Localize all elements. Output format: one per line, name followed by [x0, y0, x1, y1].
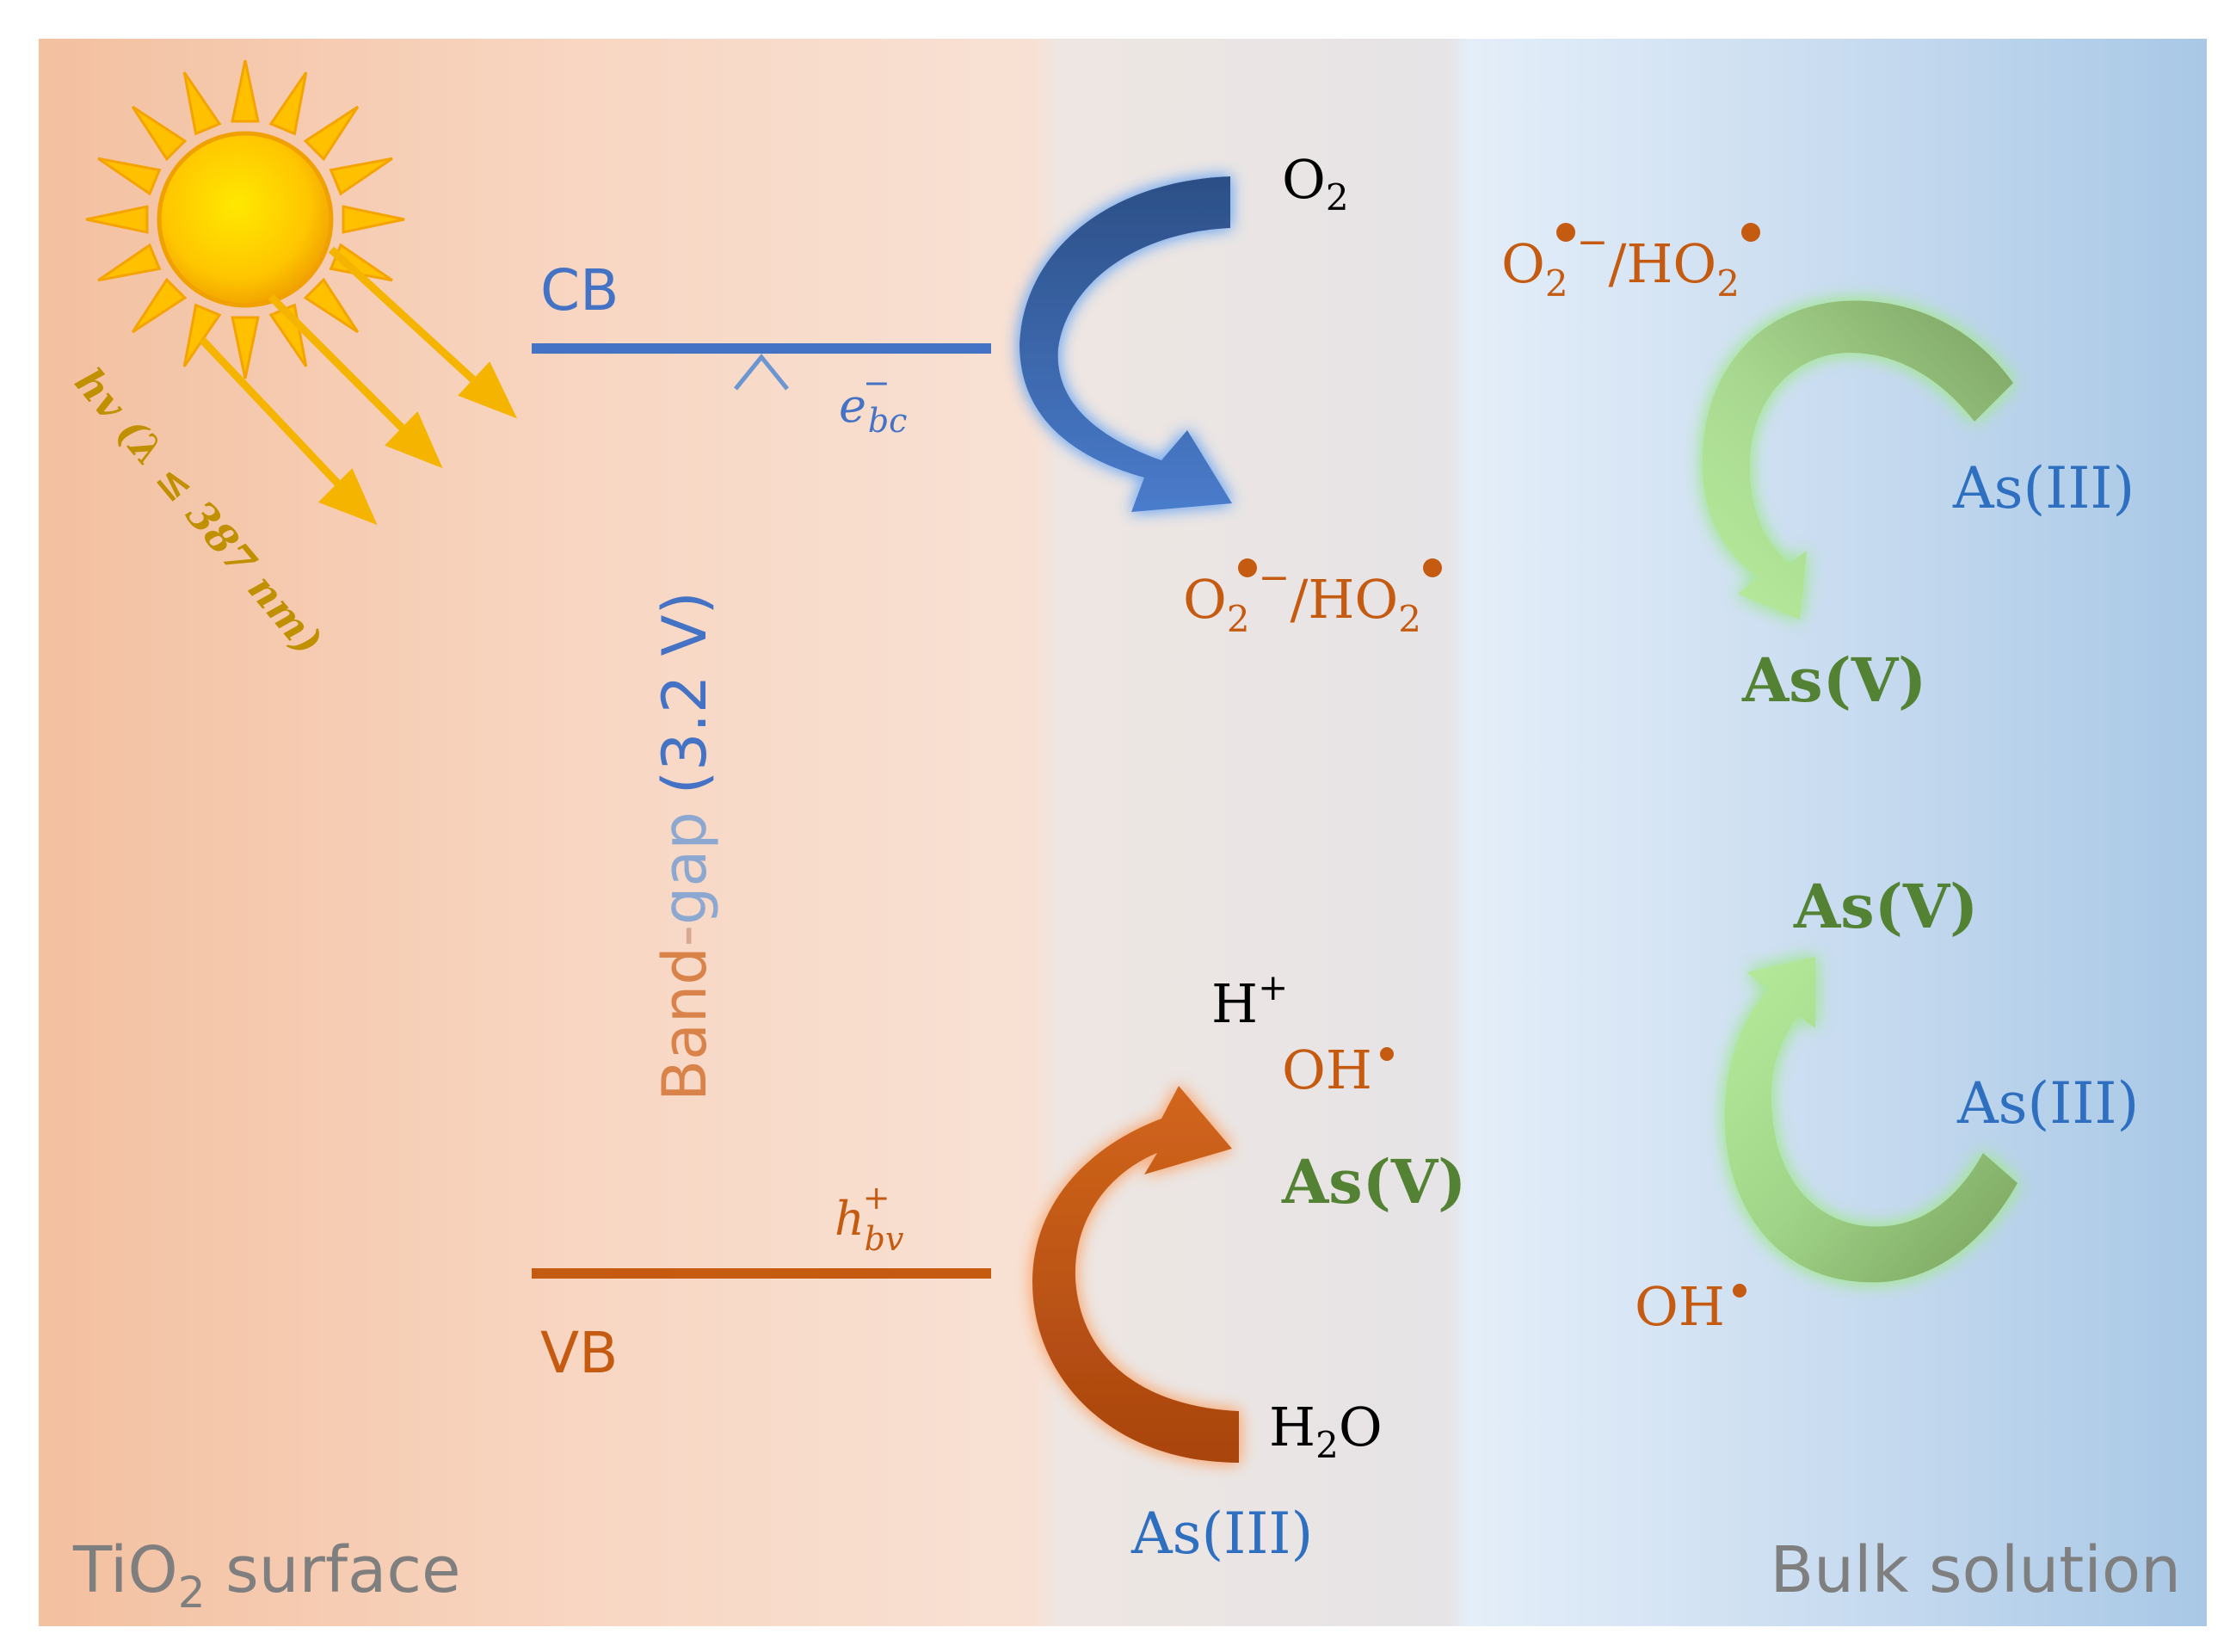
as-v-bulk-bottom: As(V) — [1793, 871, 1978, 942]
hole-label: h+bv — [835, 1179, 904, 1258]
sun-ray — [303, 105, 360, 162]
sun-ray — [268, 71, 308, 136]
sun-ray — [131, 105, 188, 162]
as-iii-bulk-top: As(III) — [1952, 455, 2135, 521]
svg-text:O2−/HO2: O2−/HO2 — [1501, 220, 1740, 305]
hydroxyl-radical-bulk: OH — [1635, 1275, 1746, 1338]
svg-text:O2−/HO2: O2−/HO2 — [1183, 556, 1421, 640]
sun-ray — [303, 277, 360, 334]
tio2-surface-label: TiO2 surface — [72, 1533, 461, 1618]
sun-ray — [85, 205, 149, 234]
h2o-reactant: H2O — [1269, 1396, 1383, 1466]
sun-ray — [329, 157, 393, 196]
electron-label: e−bc — [839, 364, 907, 440]
bulk-cycle-arrow-top — [1702, 300, 2013, 620]
as-iii-surface: As(III) — [1130, 1501, 1313, 1567]
sun-ray — [182, 71, 222, 136]
sun-ray — [231, 316, 260, 379]
sun-ray — [342, 205, 405, 234]
vb-label: VB — [540, 1320, 618, 1386]
bulk-cycle-arrow-bottom — [1724, 957, 2017, 1283]
as-iii-bulk-bottom: As(III) — [1956, 1070, 2139, 1137]
sun-ray — [97, 243, 162, 282]
h-plus-product: H+ — [1211, 966, 1288, 1035]
as-v-bulk-top: As(V) — [1741, 644, 1926, 716]
light-rays — [199, 246, 517, 526]
bulk-solution-label: Bulk solution — [1770, 1533, 2181, 1607]
reduction-arrow — [1020, 176, 1232, 512]
superoxide-product: O2−/HO2 — [1183, 556, 1442, 640]
as-v-surface: As(V) — [1281, 1146, 1466, 1217]
bulk-superoxide: O2−/HO2 — [1501, 220, 1760, 305]
hydroxyl-radical-surface: OH — [1282, 1039, 1394, 1101]
sun-icon — [85, 59, 405, 379]
oxidation-arrow — [1032, 1086, 1239, 1463]
sun-ray — [97, 157, 162, 196]
sun-ray — [131, 277, 188, 334]
band-gap-arrow — [734, 354, 789, 1273]
o2-reactant: O2 — [1282, 148, 1349, 219]
band-gap-label: Band-gap(3.2 V) — [650, 591, 720, 1101]
svg-text:OH: OH — [1635, 1275, 1725, 1338]
sun-ray — [231, 59, 260, 123]
cb-label: CB — [540, 257, 619, 324]
svg-text:OH: OH — [1282, 1039, 1372, 1101]
